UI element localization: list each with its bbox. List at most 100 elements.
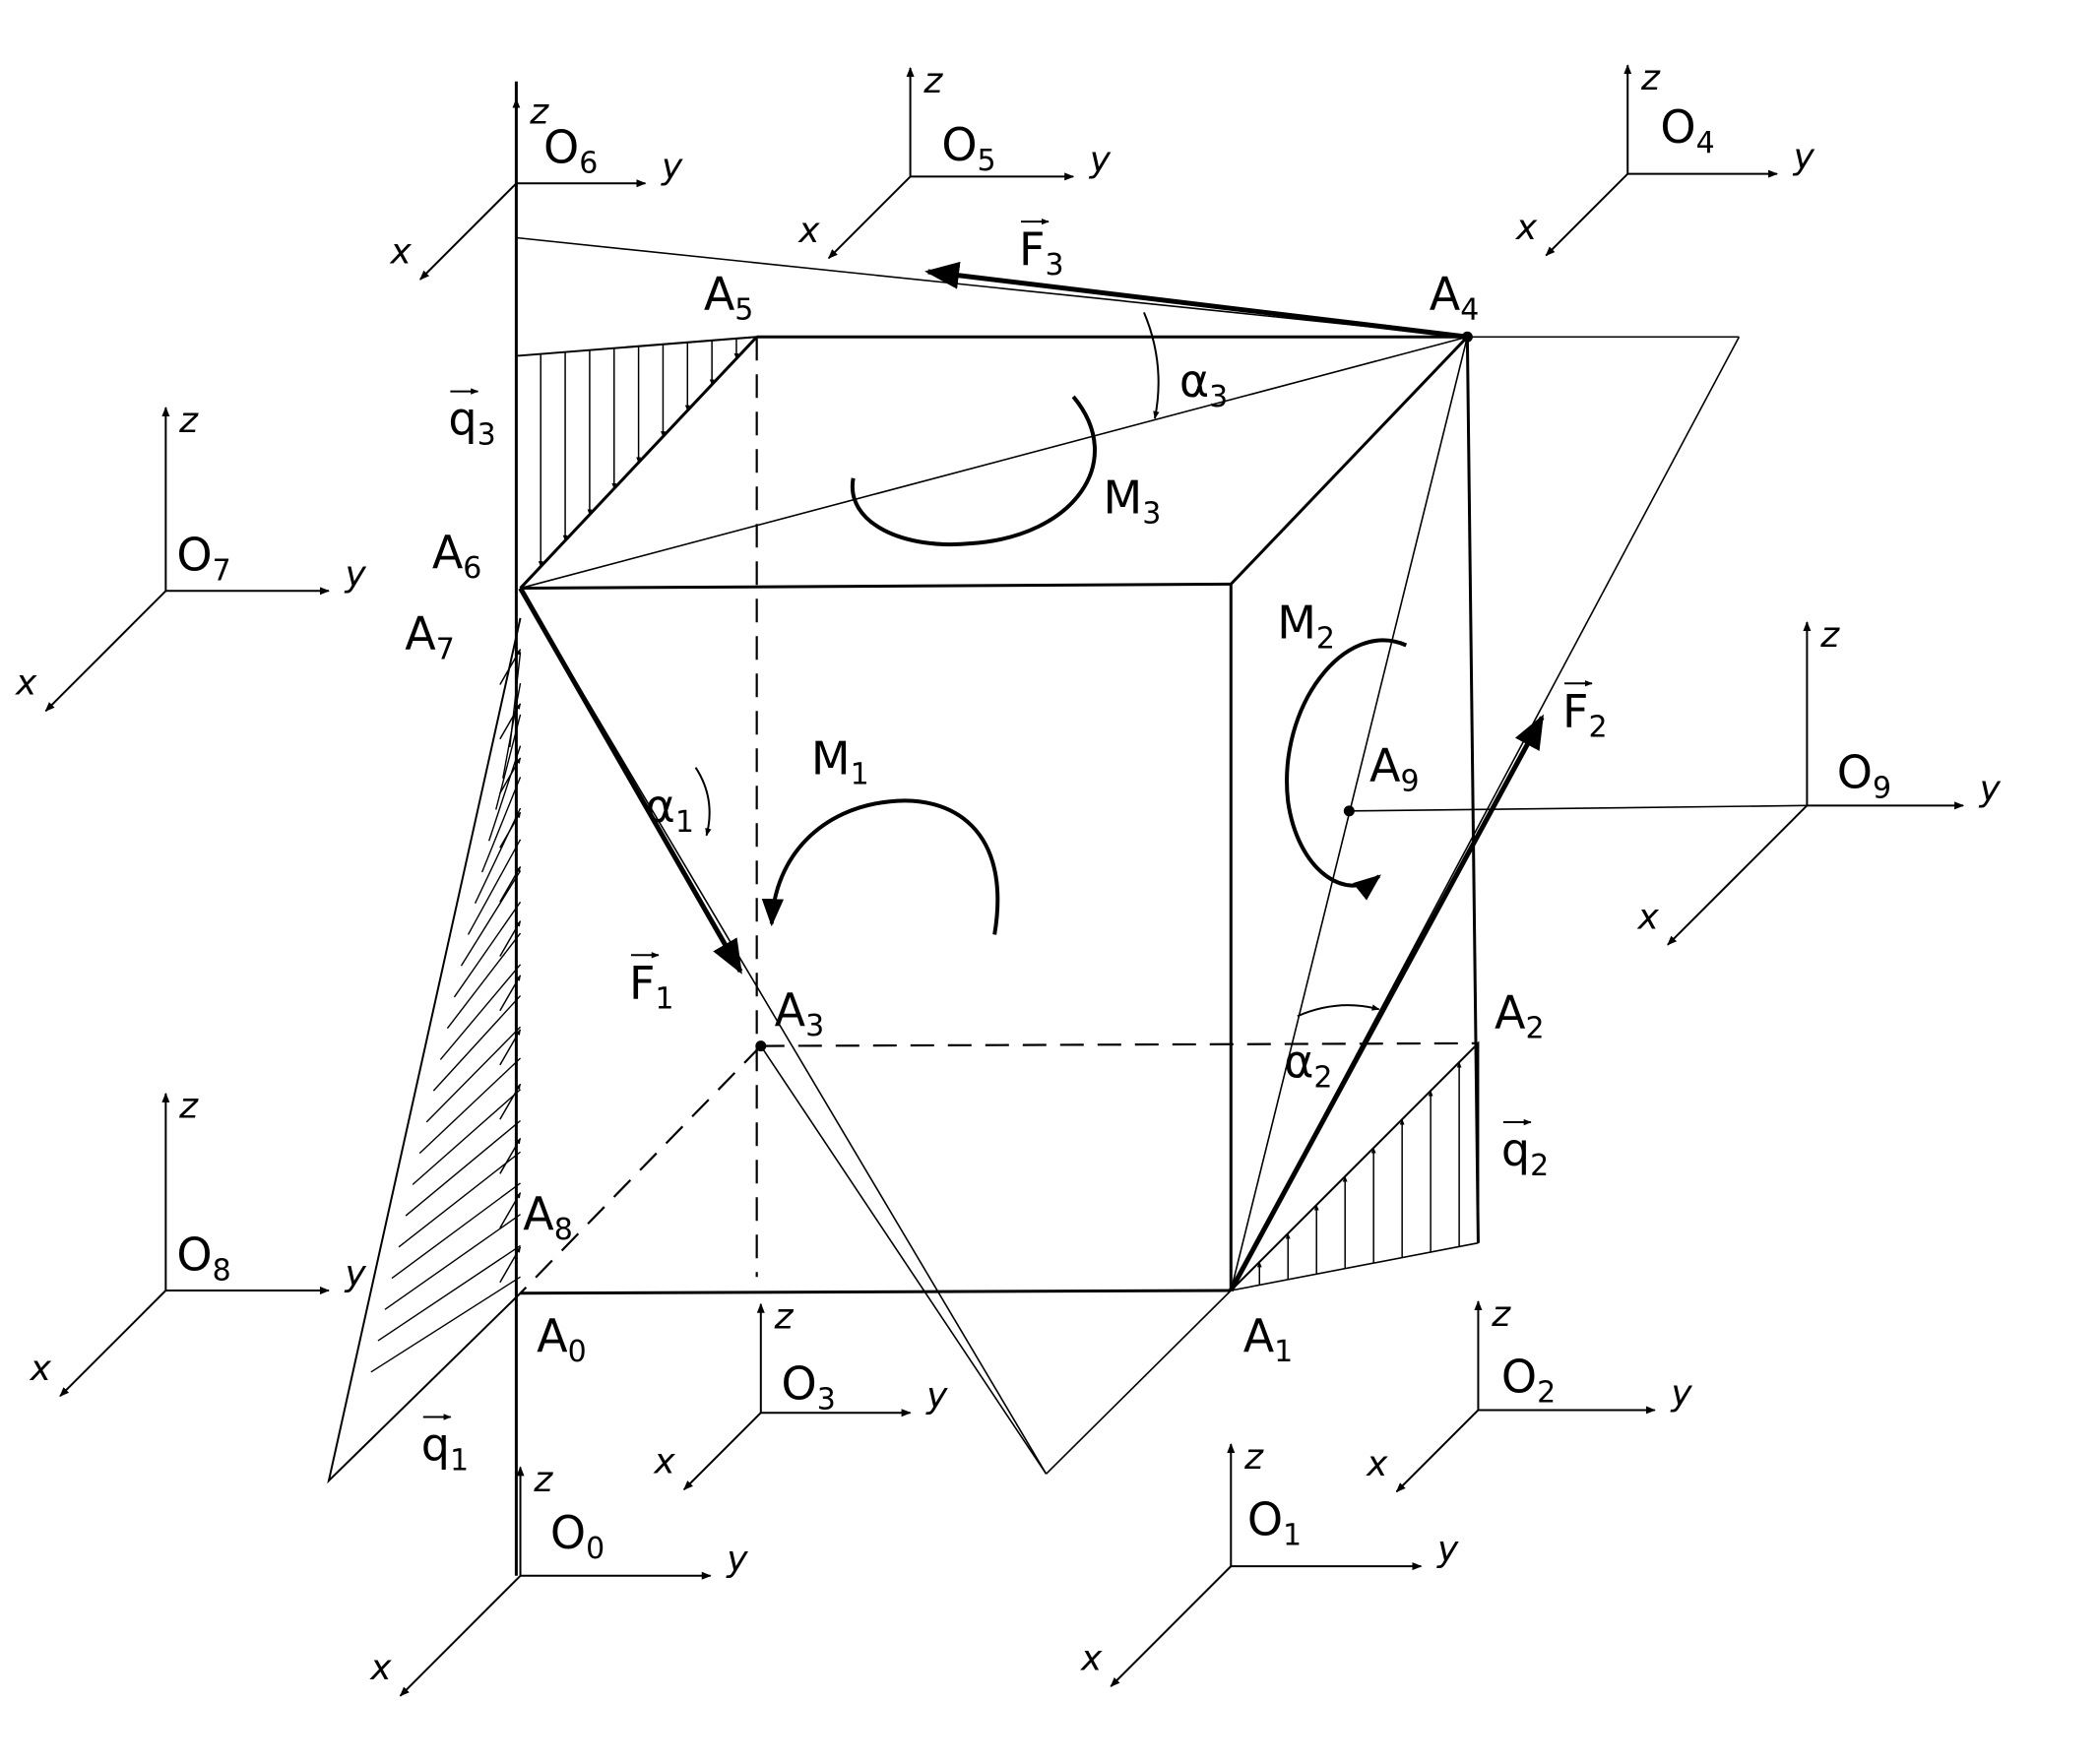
force-f1-arrow	[518, 587, 743, 975]
load-q1-arrow	[499, 1029, 522, 1066]
moment-m1-label-letter: M	[811, 732, 851, 786]
origin-o0-label-subscript: 0	[586, 1532, 605, 1566]
x-axis-arrow	[683, 1412, 762, 1490]
x-axis-label: x	[653, 1442, 675, 1482]
load-q2-label-letter: q	[1501, 1123, 1530, 1176]
point-a3-label-letter: A	[775, 983, 806, 1037]
upper-plane-line	[516, 236, 1468, 339]
edge-top-front-a4	[1230, 336, 1469, 586]
y-axis-label: y	[1979, 769, 2002, 809]
load-q1-arrow	[499, 1137, 522, 1174]
moment-m2-arrow	[1285, 638, 1408, 901]
point-a9-label-subscript: 9	[1401, 765, 1420, 799]
point-a4-label-subscript: 4	[1460, 293, 1479, 328]
x-axis-arrow	[1667, 804, 1809, 946]
origin-o6-label-letter: O	[543, 121, 579, 174]
load-q1-arrow	[499, 1083, 522, 1120]
load-q2-outline	[1230, 1040, 1480, 1291]
load-q1-arrow	[499, 703, 522, 740]
hidden-edge-a3-a0	[519, 1044, 762, 1294]
load-q1-hatch	[495, 714, 522, 810]
load-q1-hatch	[377, 1244, 521, 1342]
y-axis-label: y	[345, 554, 367, 595]
y-axis-label: y	[1089, 140, 1112, 180]
x-axis-label: x	[369, 1648, 392, 1688]
point-a1-label-subscript: 1	[1274, 1335, 1293, 1369]
load-q1-arrow	[499, 1246, 522, 1284]
load-q1-hatch	[412, 1089, 522, 1185]
point-a2-label-subscript: 2	[1525, 1012, 1544, 1046]
load-q1-hatch	[384, 1214, 521, 1310]
z-axis-label: z	[923, 61, 943, 101]
angle-alpha3-label-subscript: 3	[1209, 380, 1228, 414]
point-a4-label-letter: A	[1430, 268, 1461, 321]
origin-o8-label: O8	[176, 1228, 230, 1288]
point-a5-label-subscript: 5	[734, 293, 753, 328]
load-q1-hatch	[425, 1026, 522, 1123]
z-axis-label: z	[529, 93, 549, 133]
point-a0-label-letter: A	[537, 1309, 568, 1362]
angle-alpha3-label-letter: α	[1179, 354, 1209, 408]
point-a9-dot	[1343, 805, 1355, 817]
moment-m2-label-letter: M	[1277, 597, 1316, 650]
moment-m2-label-subscript: 2	[1316, 622, 1335, 657]
origin-o2-label-subscript: 2	[1537, 1376, 1556, 1411]
point-a2-label: A2	[1495, 986, 1545, 1046]
origin-o5-label: O5	[941, 118, 995, 178]
origin-o2-label: O2	[1501, 1351, 1556, 1411]
origin-o4-label: O4	[1660, 100, 1714, 160]
point-a3-label: A3	[775, 983, 825, 1043]
point-a6-label: A6	[432, 526, 482, 586]
load-q1-arrow	[499, 920, 522, 957]
angle-alpha2-label-subscript: 2	[1313, 1060, 1332, 1095]
origin-o1-label-subscript: 1	[1283, 1518, 1302, 1552]
z-axis-label: z	[1640, 58, 1661, 98]
y-axis-label: y	[925, 1376, 948, 1417]
origin-o0-label: O0	[550, 1506, 605, 1566]
load-q1-arrow	[499, 1192, 522, 1228]
load-q1-hatch	[502, 683, 522, 779]
x-axis-arrow	[59, 1290, 167, 1398]
load-q1-hatch	[446, 932, 522, 1030]
point-a6-label-letter: A	[432, 526, 464, 579]
origin-o5-label-subscript: 5	[978, 144, 996, 178]
point-a8-label-letter: A	[523, 1187, 554, 1240]
angle-alpha1-label: α1	[646, 780, 694, 840]
load-q3-label-letter: q	[448, 393, 477, 446]
x-axis-arrow	[1395, 1409, 1480, 1493]
load-q3	[516, 336, 760, 590]
load-q1-label-subscript: 1	[450, 1444, 469, 1479]
point-a8-label-subscript: 8	[554, 1213, 573, 1247]
x-axis-label: x	[15, 663, 37, 704]
origin-o6-label: O6	[543, 121, 598, 181]
point-a6-label-subscript: 6	[463, 551, 481, 586]
origin-o7-label-letter: O	[176, 529, 212, 582]
moment-m3-label-subscript: 3	[1142, 497, 1161, 532]
x-axis-arrow	[1110, 1565, 1232, 1687]
load-q1-hatch	[453, 901, 522, 998]
line-bottom-a1	[1046, 1290, 1232, 1475]
x-axis-arrow	[1545, 172, 1628, 257]
x-axis-label: x	[389, 231, 412, 272]
x-axis-arrow	[419, 182, 518, 281]
angle-alpha2-arc	[1297, 1004, 1380, 1018]
load-q1-hatch	[480, 777, 522, 873]
hidden-edge-a3-a2	[760, 1041, 1479, 1047]
load-q1-label-letter: q	[421, 1418, 450, 1472]
z-axis-label: z	[178, 401, 199, 441]
moment-m3-label: M3	[1104, 472, 1162, 532]
point-a1-label: A1	[1243, 1309, 1294, 1369]
load-q1-arrow	[499, 757, 522, 794]
origin-o3-label-letter: O	[782, 1356, 817, 1410]
load-q1-arrow	[499, 811, 522, 849]
origin-o0-label-letter: O	[550, 1506, 586, 1559]
y-axis-label: y	[1670, 1373, 1692, 1414]
moment-m1-arrow	[761, 798, 1000, 935]
